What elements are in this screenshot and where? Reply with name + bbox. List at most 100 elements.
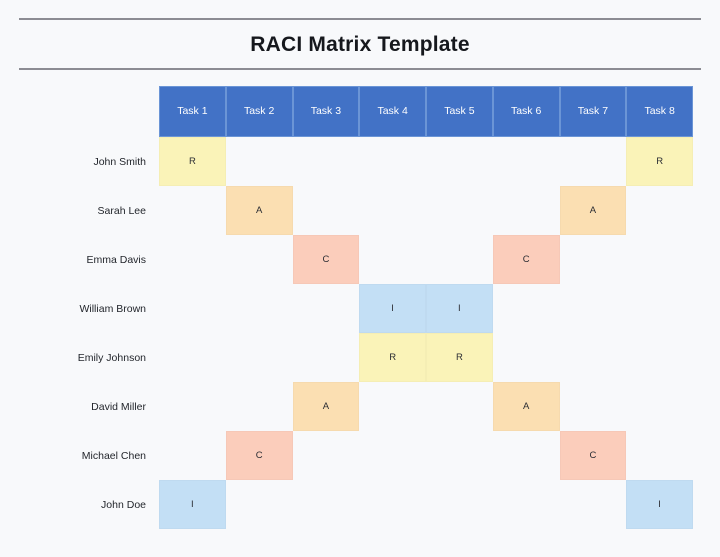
column-header-task-4[interactable]: Task 4: [359, 86, 426, 137]
matrix-cell-empty[interactable]: [560, 480, 627, 529]
matrix-cell-r[interactable]: R: [359, 333, 426, 382]
matrix-cell-empty[interactable]: [293, 333, 360, 382]
matrix-cell-empty[interactable]: [626, 235, 693, 284]
matrix-cell-empty[interactable]: [426, 235, 493, 284]
matrix-cell-empty[interactable]: [493, 284, 560, 333]
matrix-cell-empty[interactable]: [560, 235, 627, 284]
matrix-corner-cell: [18, 86, 159, 137]
table-row: John Doe I I: [18, 480, 693, 529]
matrix-cell-c[interactable]: C: [559, 431, 627, 480]
matrix-cell-c[interactable]: C: [292, 235, 360, 284]
matrix-cell-empty[interactable]: [293, 480, 360, 529]
matrix-cell-empty[interactable]: [159, 235, 226, 284]
matrix-cell-empty[interactable]: [626, 382, 693, 431]
matrix-cell-empty[interactable]: [359, 431, 426, 480]
column-header-task-2[interactable]: Task 2: [225, 86, 293, 137]
row-label-person: Emma Davis: [86, 253, 146, 266]
matrix-cell-a[interactable]: A: [559, 186, 627, 235]
matrix-cell-i[interactable]: I: [426, 284, 493, 333]
matrix-cell-a[interactable]: A: [492, 382, 560, 431]
matrix-cell-empty[interactable]: [293, 137, 360, 186]
matrix-cell-empty[interactable]: [159, 284, 226, 333]
matrix-cell-empty[interactable]: [226, 284, 293, 333]
matrix-cell-empty[interactable]: [359, 186, 426, 235]
matrix-cell-r[interactable]: R: [426, 333, 493, 382]
raci-matrix: Task 1 Task 2 Task 3 Task 4 Task 5 Task …: [18, 86, 702, 529]
matrix-cell-empty[interactable]: [560, 284, 627, 333]
matrix-cell-empty[interactable]: [226, 137, 293, 186]
matrix-cell-empty[interactable]: [426, 480, 493, 529]
column-header-label: Task 6: [510, 105, 542, 118]
column-header-label: Task 4: [377, 105, 408, 118]
matrix-cell-empty[interactable]: [159, 431, 226, 480]
matrix-cell-empty[interactable]: [159, 333, 226, 382]
matrix-cell-empty[interactable]: [426, 431, 493, 480]
matrix-cell-i[interactable]: I: [626, 480, 693, 529]
column-header-task-1[interactable]: Task 1: [159, 86, 226, 137]
matrix-cell-c[interactable]: C: [225, 431, 293, 480]
matrix-cell-a[interactable]: A: [225, 186, 293, 235]
matrix-cell-empty[interactable]: [293, 284, 360, 333]
matrix-cell-empty[interactable]: [493, 137, 560, 186]
title-rule-bottom: [19, 68, 701, 70]
matrix-cell-r[interactable]: R: [626, 137, 693, 186]
matrix-cell-empty[interactable]: [493, 333, 560, 382]
matrix-cell-empty[interactable]: [426, 137, 493, 186]
row-label-person: John Doe: [101, 498, 146, 511]
column-header-task-5[interactable]: Task 5: [426, 86, 493, 137]
matrix-cell-r[interactable]: R: [159, 137, 226, 186]
row-label-person: Michael Chen: [81, 449, 146, 462]
matrix-cell-i[interactable]: I: [159, 480, 226, 529]
column-header-label: Task 3: [310, 105, 342, 118]
matrix-cell-empty[interactable]: [159, 186, 226, 235]
matrix-cell-empty[interactable]: [426, 186, 493, 235]
title-rule-top: [19, 18, 701, 20]
matrix-cell-letter: I: [191, 499, 194, 510]
matrix-cell-empty[interactable]: [626, 431, 693, 480]
matrix-cell-empty[interactable]: [359, 137, 426, 186]
column-header-task-8[interactable]: Task 8: [626, 86, 693, 137]
matrix-cell-empty[interactable]: [626, 186, 693, 235]
matrix-cell-empty[interactable]: [560, 382, 627, 431]
matrix-cell-letter: R: [389, 352, 397, 363]
matrix-cell-empty[interactable]: [560, 137, 627, 186]
row-label-person: Sarah Lee: [97, 204, 146, 217]
row-label-person: John Smith: [93, 155, 146, 168]
matrix-cell-letter: C: [589, 450, 597, 461]
matrix-cell-letter: C: [522, 254, 530, 265]
matrix-cell-empty[interactable]: [359, 235, 426, 284]
matrix-cell-empty[interactable]: [226, 333, 293, 382]
matrix-cell-empty[interactable]: [293, 186, 360, 235]
matrix-cell-i[interactable]: I: [359, 284, 426, 333]
matrix-cell-empty[interactable]: [359, 382, 426, 431]
matrix-cell-empty[interactable]: [226, 235, 293, 284]
column-header-label: Task 1: [177, 105, 208, 118]
matrix-cell-empty[interactable]: [493, 431, 560, 480]
matrix-cell-letter: I: [391, 303, 394, 314]
matrix-cell-letter: I: [458, 303, 461, 314]
matrix-cell-empty[interactable]: [293, 431, 360, 480]
matrix-cell-empty[interactable]: [493, 480, 560, 529]
matrix-cell-c[interactable]: C: [492, 235, 560, 284]
matrix-cell-empty[interactable]: [359, 480, 426, 529]
matrix-cell-empty[interactable]: [560, 333, 627, 382]
matrix-cell-empty[interactable]: [626, 284, 693, 333]
page-title: RACI Matrix Template: [250, 33, 470, 56]
matrix-cell-empty[interactable]: [626, 333, 693, 382]
matrix-cell-letter: A: [522, 401, 530, 412]
matrix-cell-empty[interactable]: [159, 382, 226, 431]
table-row: John Smith R R: [18, 137, 693, 186]
title-block: RACI Matrix Template: [19, 18, 701, 70]
column-header-task-6[interactable]: Task 6: [492, 86, 560, 137]
matrix-cell-empty[interactable]: [426, 382, 493, 431]
column-header-task-7[interactable]: Task 7: [559, 86, 627, 137]
column-header-task-3[interactable]: Task 3: [292, 86, 360, 137]
matrix-cell-letter: R: [656, 156, 664, 167]
matrix-cell-empty[interactable]: [226, 382, 293, 431]
matrix-cell-a[interactable]: A: [292, 382, 360, 431]
matrix-cell-empty[interactable]: [226, 480, 293, 529]
matrix-cell-empty[interactable]: [493, 186, 560, 235]
